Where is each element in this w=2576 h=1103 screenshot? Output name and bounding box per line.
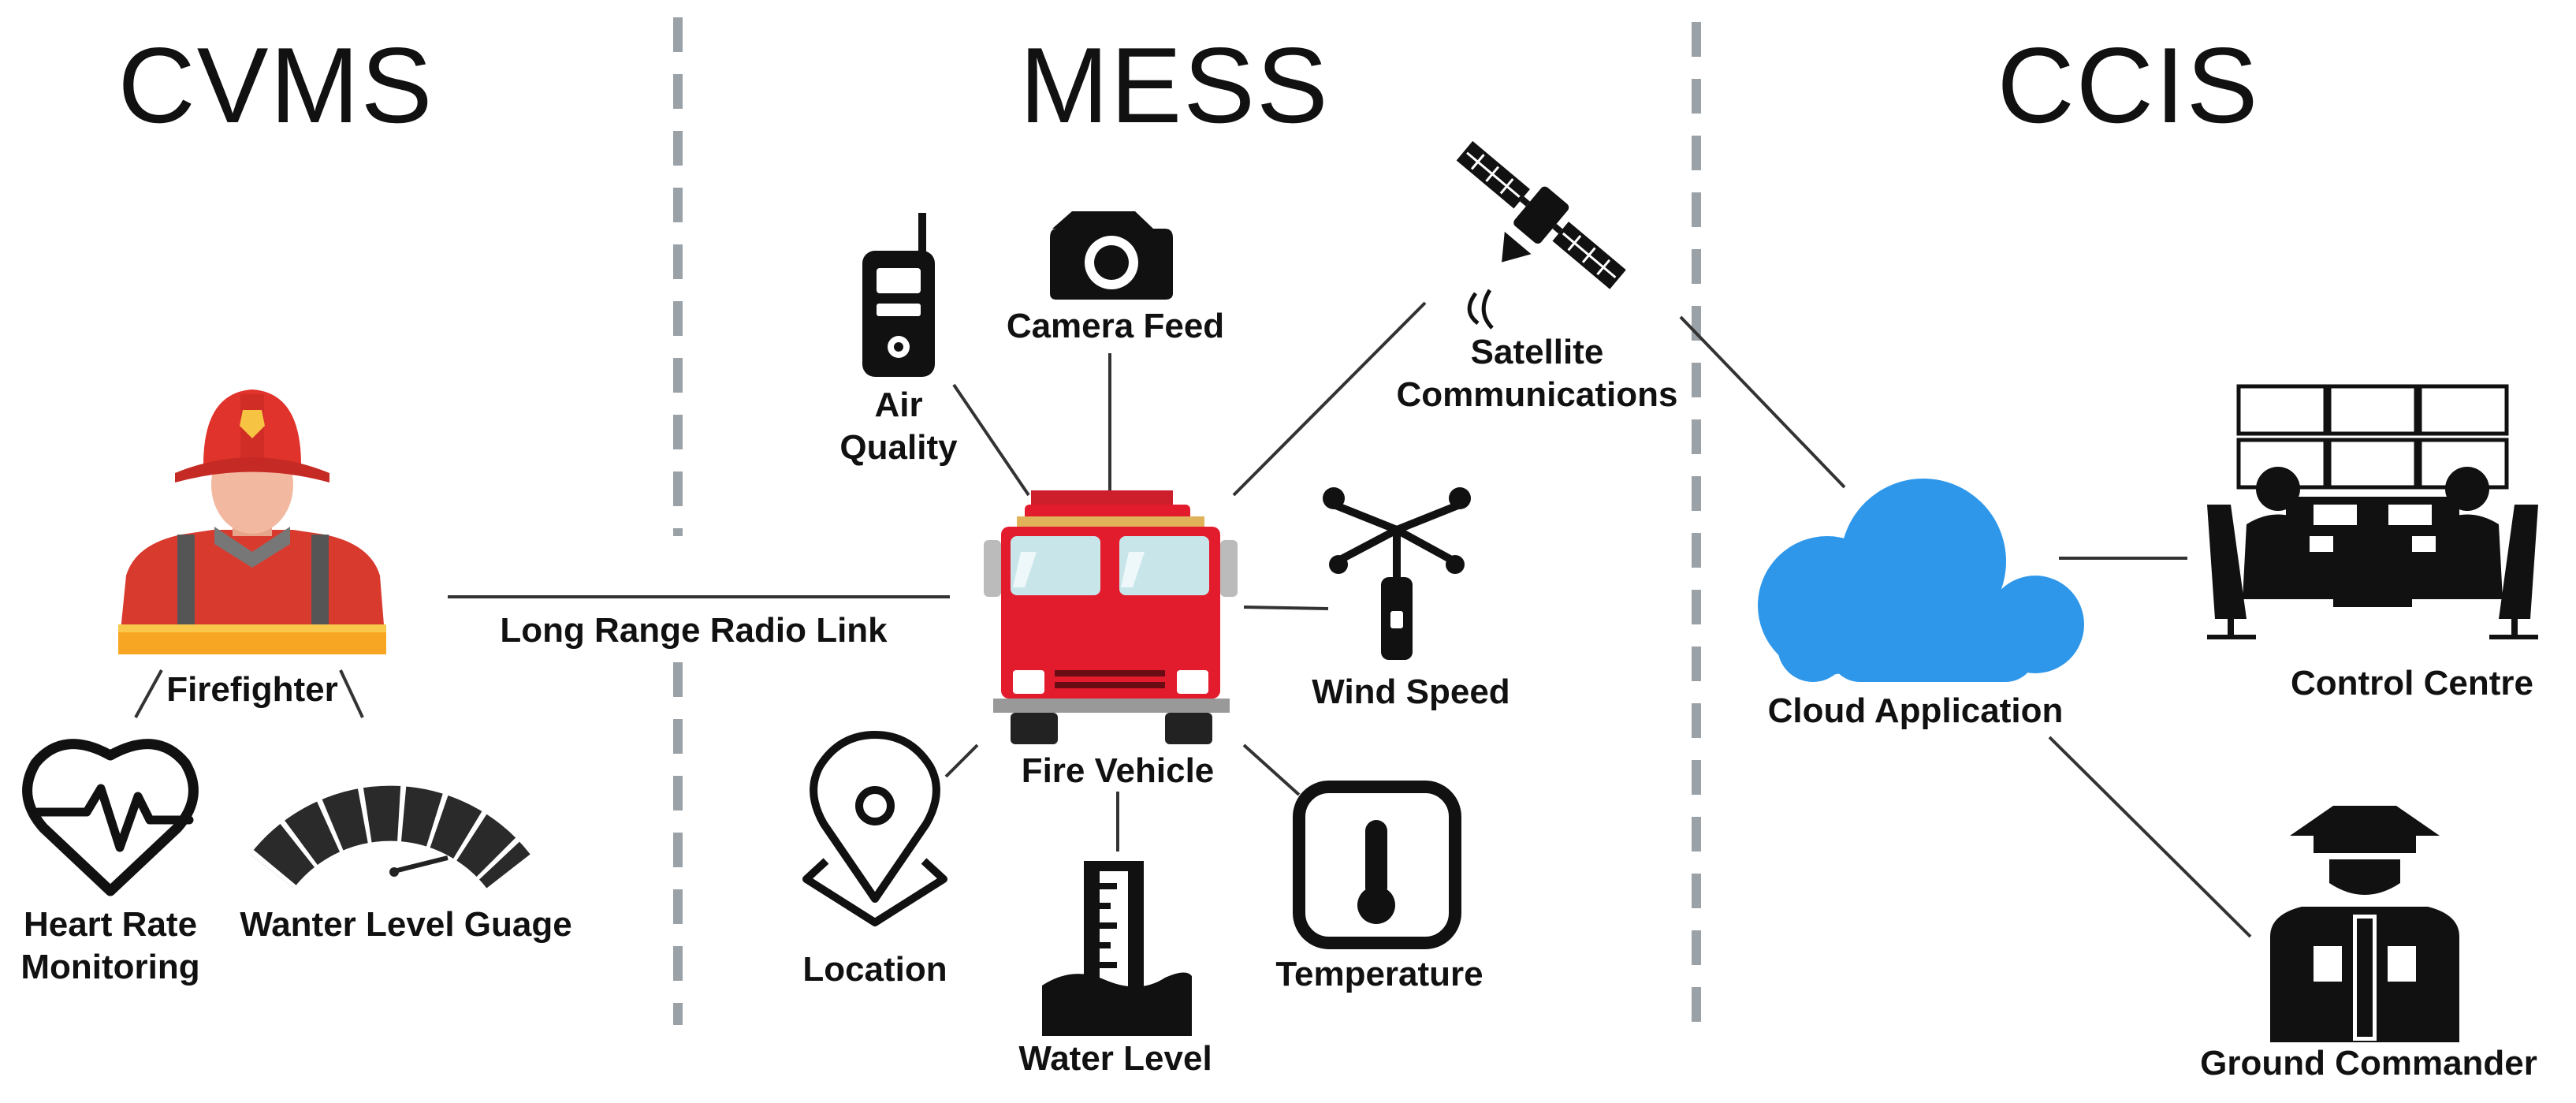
control-centre-icon: [2207, 384, 2538, 639]
label-control-centre: Control Centre: [2291, 664, 2533, 702]
connector-truck-wind: [1243, 606, 1329, 610]
label-heart-rate-line1: Heart Rate: [23, 905, 198, 944]
firefighter-icon: [118, 389, 386, 654]
label-radio-link: Long Range Radio Link: [500, 611, 888, 650]
label-camera-feed: Camera Feed: [1006, 307, 1225, 345]
camera-icon: [1050, 211, 1173, 300]
section-title-mess: MESS: [1019, 25, 1330, 145]
anemometer-icon: [1323, 487, 1471, 660]
connector-cloud-commander: [2048, 736, 2252, 938]
radio-icon: [862, 213, 935, 377]
location-pin-icon: [802, 731, 947, 926]
connector-truck-location: [944, 743, 979, 778]
label-firefighter: Firefighter: [166, 670, 338, 709]
water-level-icon: [1042, 861, 1192, 1036]
connector-firefighter-gauge: [339, 669, 364, 718]
label-satellite-line2: Communications: [1396, 375, 1678, 414]
connector-satellite-cloud: [1679, 315, 1846, 489]
signal-waves-icon: [1467, 289, 1494, 330]
cloud-icon: [1758, 479, 2084, 682]
label-wind-speed: Wind Speed: [1312, 673, 1510, 711]
label-water-level: Water Level: [1018, 1039, 1212, 1078]
connector-firefighter-heart: [134, 669, 163, 718]
commander-icon: [2270, 806, 2459, 1042]
label-air-quality-line1: Air: [874, 386, 923, 424]
satellite-icon: [1456, 140, 1626, 289]
fire-truck-icon: [984, 490, 1238, 744]
heart-rate-icon: [22, 739, 199, 896]
connector-truck-temp: [1242, 743, 1301, 796]
section-title-cvms: CVMS: [117, 25, 434, 145]
label-fire-vehicle: Fire Vehicle: [1021, 751, 1215, 790]
connector-truck-air: [952, 383, 1030, 497]
section-title-ccis: CCIS: [1997, 25, 2260, 145]
label-water-gauge: Wanter Level Guage: [240, 905, 572, 944]
label-air-quality-line2: Quality: [839, 428, 958, 467]
label-cloud-application: Cloud Application: [1767, 691, 2064, 730]
label-satellite-line1: Satellite: [1470, 333, 1604, 371]
gauge-icon: [248, 784, 532, 890]
connector-truck-satellite: [1232, 301, 1427, 497]
label-heart-rate-line2: Monitoring: [20, 948, 200, 986]
label-temperature: Temperature: [1275, 955, 1483, 993]
label-location: Location: [802, 950, 947, 989]
label-ground-commander: Ground Commander: [2200, 1044, 2537, 1083]
connectors: [134, 301, 2252, 938]
thermometer-icon: [1293, 781, 1461, 949]
